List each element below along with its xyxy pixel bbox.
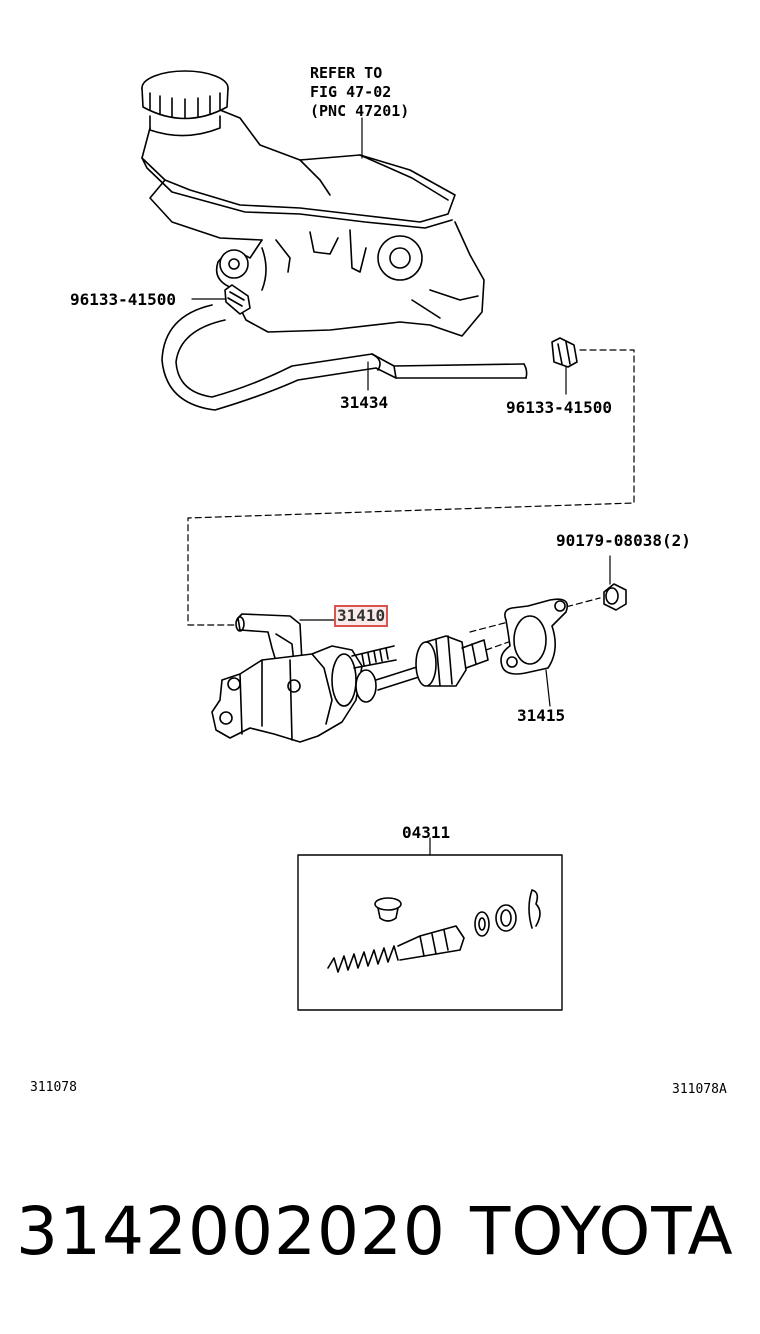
hose bbox=[161, 304, 528, 411]
refer-line-3: (PNC 47201) bbox=[310, 102, 410, 120]
refer-note: REFER TO FIG 47-02 (PNC 47201) bbox=[310, 64, 409, 121]
label-gasket[interactable]: 31415 bbox=[517, 706, 566, 725]
hose-clip-right bbox=[551, 337, 578, 368]
label-cylinder-highlighted[interactable]: 31410 bbox=[334, 605, 389, 627]
hose-route-dashed bbox=[187, 349, 635, 626]
repair-kit bbox=[297, 837, 563, 1011]
leader-lines-middle bbox=[299, 555, 611, 707]
label-clip-right[interactable]: 96133-41500 bbox=[506, 398, 612, 417]
refer-line-1: REFER TO bbox=[310, 64, 383, 82]
hose-clip-upper bbox=[224, 284, 251, 315]
label-kit[interactable]: 04311 bbox=[402, 823, 451, 842]
nut bbox=[603, 583, 627, 611]
refer-line-2: FIG 47-02 bbox=[310, 83, 392, 101]
label-clip-upper[interactable]: 96133-41500 bbox=[70, 290, 176, 309]
part-number: 3142002020 bbox=[16, 1193, 446, 1270]
gasket bbox=[500, 598, 569, 675]
label-hose[interactable]: 31434 bbox=[340, 393, 389, 412]
reservoir-tank bbox=[141, 70, 456, 241]
brand-name: TOYOTA bbox=[470, 1193, 734, 1270]
clutch-master-cylinder bbox=[211, 613, 489, 743]
leader-lines-upper bbox=[191, 117, 567, 395]
figure-code-left: 311078 bbox=[30, 1080, 77, 1095]
figure-code-right: 311078A bbox=[672, 1082, 727, 1097]
master-cylinder-upper bbox=[215, 221, 485, 337]
label-nut[interactable]: 90179-08038(2) bbox=[556, 531, 691, 550]
